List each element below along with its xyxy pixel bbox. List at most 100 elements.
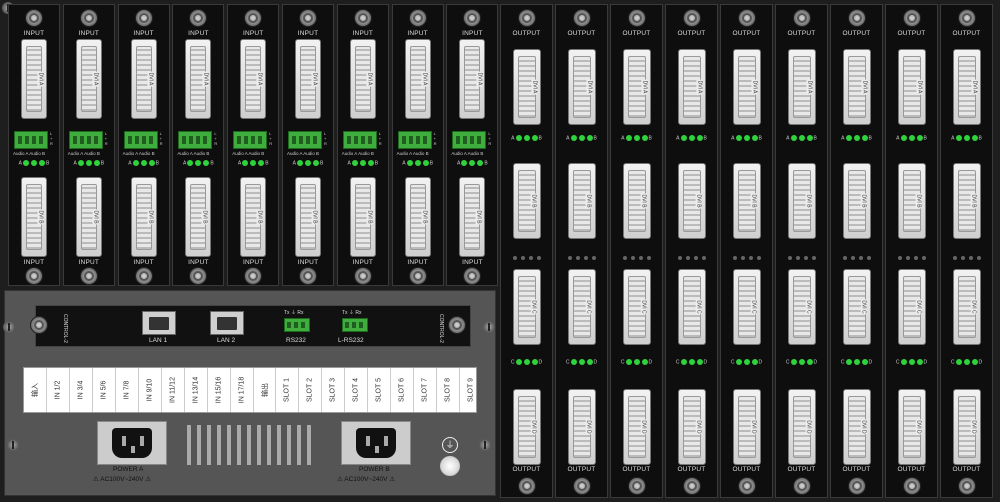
dvi-d-output-port[interactable]: DVI D — [567, 389, 596, 465]
input-label-bottom: INPUT — [297, 259, 319, 266]
dvi-a-port[interactable]: DVI A — [240, 39, 267, 119]
dvi-b-port[interactable]: DVI B — [295, 177, 321, 257]
dvi-b-port[interactable]: DVI B — [21, 177, 47, 257]
dvi-b-port[interactable]: DVI B — [459, 177, 486, 257]
audio-terminal[interactable] — [397, 131, 432, 149]
vent-grille — [187, 425, 311, 465]
dvi-b-output-port[interactable]: DVI B — [677, 163, 706, 239]
audio-terminal[interactable] — [178, 131, 213, 149]
dvi-c-output-port[interactable]: DVI C — [732, 269, 761, 345]
dvi-b-port[interactable]: DVI B — [349, 177, 376, 257]
input-label-top: INPUT — [78, 30, 100, 37]
rs232-label: RS232 — [286, 337, 306, 344]
dvi-output-label: DVI D — [640, 419, 647, 435]
audio-terminal[interactable] — [452, 131, 487, 149]
dvi-b-output-port[interactable]: DVI B — [622, 163, 651, 239]
audio-terminal[interactable] — [14, 131, 48, 149]
input-label-top: INPUT — [352, 30, 374, 37]
audio-terminal[interactable] — [123, 131, 158, 149]
dvi-a-port[interactable]: DVI A — [21, 39, 47, 119]
dvi-b-port[interactable]: DVI B — [240, 177, 267, 257]
dvi-b-label: DVI B — [147, 209, 154, 225]
card-screw — [517, 477, 536, 495]
dvi-b-output-port[interactable]: DVI B — [567, 163, 596, 239]
dvi-b-port[interactable]: DVI B — [185, 177, 212, 257]
dvi-a-output-port[interactable]: DVI A — [787, 49, 816, 125]
dvi-a-port[interactable]: DVI A — [459, 39, 486, 119]
dvi-a-label: DVI A — [147, 71, 154, 87]
lrs232-label: L-RS232 — [338, 337, 364, 344]
mapping-cell-output-slot: SLOT 6 — [390, 368, 413, 412]
dvi-c-output-port[interactable]: DVI C — [677, 269, 706, 345]
dvi-b-port[interactable]: DVI B — [130, 177, 157, 257]
dvi-c-output-port[interactable]: DVI C — [897, 269, 926, 345]
audio-side-labels: L+R — [378, 131, 382, 146]
dvi-a-output-port[interactable]: DVI A — [567, 49, 596, 125]
dvi-c-output-port[interactable]: DVI C — [512, 269, 541, 345]
output-label-bottom: OUTPUT — [952, 466, 981, 473]
dvi-a-output-port[interactable]: DVI A — [952, 49, 981, 125]
dvi-a-port[interactable]: DVI A — [349, 39, 376, 119]
lan2-port[interactable] — [210, 311, 244, 335]
dvi-a-port[interactable]: DVI A — [404, 39, 431, 119]
power-b-name: POWER B — [359, 466, 390, 473]
ground-knob[interactable] — [439, 455, 461, 477]
lrs232-terminal[interactable] — [342, 318, 368, 332]
dvi-b-port[interactable]: DVI B — [75, 177, 102, 257]
dvi-c-output-port[interactable]: DVI C — [567, 269, 596, 345]
dvi-output-label: DVI D — [585, 419, 592, 435]
output-label-bottom: OUTPUT — [787, 466, 816, 473]
power-a-socket[interactable] — [97, 421, 167, 465]
dvi-output-label: DVI C — [585, 299, 592, 315]
audio-terminal[interactable] — [288, 131, 322, 149]
status-dots — [556, 247, 607, 265]
dvi-c-output-port[interactable]: DVI C — [842, 269, 871, 345]
dvi-d-output-port[interactable]: DVI D — [787, 389, 816, 465]
dvi-a-output-port[interactable]: DVI A — [677, 49, 706, 125]
lan1-port[interactable] — [142, 311, 176, 335]
dvi-b-output-port[interactable]: DVI B — [842, 163, 871, 239]
audio-terminal[interactable] — [68, 131, 103, 149]
power-b-socket[interactable] — [341, 421, 411, 465]
audio-terminal[interactable] — [342, 131, 377, 149]
dvi-b-output-port[interactable]: DVI B — [897, 163, 926, 239]
dvi-b-output-port[interactable]: DVI B — [512, 163, 541, 239]
dvi-a-port[interactable]: DVI A — [130, 39, 157, 119]
mapping-cell-input-range: IN 17/18 — [230, 368, 253, 412]
dvi-b-output-port[interactable]: DVI B — [952, 163, 981, 239]
dvi-a-output-port[interactable]: DVI A — [732, 49, 761, 125]
dvi-b-output-port[interactable]: DVI B — [787, 163, 816, 239]
status-dots — [501, 247, 552, 265]
dvi-output-label: DVI A — [971, 79, 978, 95]
dvi-b-output-port[interactable]: DVI B — [732, 163, 761, 239]
output-label-bottom: OUTPUT — [512, 466, 541, 473]
dvi-a-label: DVI A — [311, 71, 318, 87]
dvi-c-output-port[interactable]: DVI C — [952, 269, 981, 345]
dvi-a-port[interactable]: DVI A — [185, 39, 212, 119]
dvi-a-output-port[interactable]: DVI A — [842, 49, 871, 125]
power-a-spec: ⚠ AC100V~240V ⚠ — [93, 476, 152, 483]
rs232-terminal[interactable] — [284, 318, 310, 332]
card-screw — [847, 9, 866, 27]
dvi-d-output-port[interactable]: DVI D — [897, 389, 926, 465]
dvi-d-output-port[interactable]: DVI D — [732, 389, 761, 465]
dvi-d-output-port[interactable]: DVI D — [677, 389, 706, 465]
dvi-a-output-port[interactable]: DVI A — [622, 49, 651, 125]
dvi-a-port[interactable]: DVI A — [295, 39, 321, 119]
audio-terminal[interactable] — [233, 131, 268, 149]
dvi-b-label: DVI B — [311, 209, 318, 225]
dvi-c-output-port[interactable]: DVI C — [787, 269, 816, 345]
dvi-d-output-port[interactable]: DVI D — [842, 389, 871, 465]
dvi-a-output-port[interactable]: DVI A — [897, 49, 926, 125]
dvi-d-output-port[interactable]: DVI D — [952, 389, 981, 465]
dvi-a-port[interactable]: DVI A — [75, 39, 102, 119]
dvi-d-output-port[interactable]: DVI D — [512, 389, 541, 465]
dvi-a-output-port[interactable]: DVI A — [512, 49, 541, 125]
input-label-bottom: INPUT — [133, 259, 154, 266]
dvi-b-port[interactable]: DVI B — [404, 177, 431, 257]
dvi-c-output-port[interactable]: DVI C — [622, 269, 651, 345]
dvi-d-output-port[interactable]: DVI D — [622, 389, 651, 465]
